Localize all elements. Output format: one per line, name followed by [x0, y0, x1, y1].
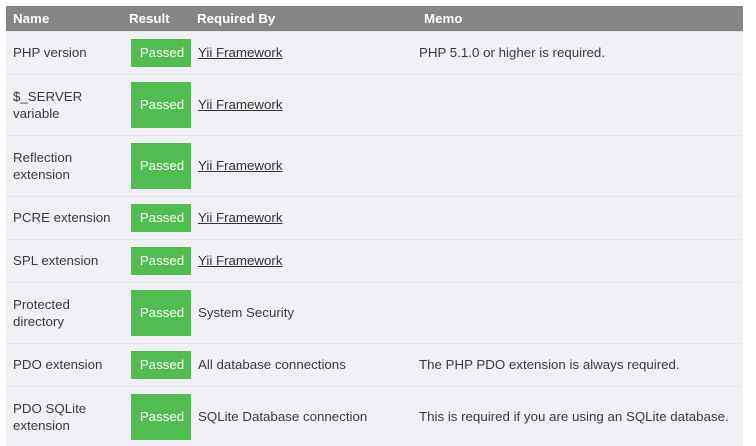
table-row: PHP version Passed Yii Framework PHP 5.1.0 … [6, 31, 743, 75]
cell-memo: The PHP PDO extension is always required… [412, 343, 743, 387]
cell-memo [412, 196, 743, 240]
cell-required-by: SQLite Database connection [191, 386, 412, 446]
requirements-table-wrapper: Name Result Required By Memo PHP version… [6, 6, 743, 446]
cell-memo: This is required if you are using an SQL… [412, 386, 743, 446]
status-badge: Passed [131, 39, 193, 67]
status-badge: Passed [131, 82, 193, 128]
cell-required-by: Yii Framework [191, 196, 412, 240]
column-header-name: Name [6, 6, 123, 32]
cell-required-by: System Security [191, 282, 412, 344]
table-header-row: Name Result Required By Memo [6, 6, 743, 32]
cell-name: Reflection extension [6, 135, 123, 197]
cell-memo [412, 135, 743, 197]
status-badge: Passed [131, 143, 193, 189]
cell-memo [412, 74, 743, 136]
cell-memo [412, 239, 743, 283]
cell-name: $_SERVER variable [6, 74, 123, 136]
requirements-table: Name Result Required By Memo PHP version… [6, 6, 743, 446]
cell-result: Passed [123, 196, 193, 240]
cell-name: PCRE extension [6, 196, 123, 240]
cell-name: PDO extension [6, 343, 123, 387]
table-row: PCRE extension Passed Yii Framework [6, 196, 743, 240]
table-header: Name Result Required By Memo [6, 6, 743, 32]
cell-name: Protected directory [6, 282, 123, 344]
status-badge: Passed [131, 247, 193, 275]
required-by-link[interactable]: Yii Framework [198, 158, 283, 174]
required-by-link[interactable]: Yii Framework [198, 253, 283, 269]
cell-result: Passed [123, 386, 193, 446]
required-by-link[interactable]: Yii Framework [198, 97, 283, 113]
cell-result: Passed [123, 135, 193, 197]
column-header-result: Result [123, 6, 191, 32]
cell-result: Passed [123, 343, 193, 387]
cell-result: Passed [123, 31, 193, 75]
status-badge: Passed [131, 394, 193, 440]
cell-result: Passed [123, 74, 193, 136]
column-header-memo: Memo [412, 6, 743, 32]
status-badge: Passed [131, 351, 193, 379]
cell-memo [412, 282, 743, 344]
cell-memo: PHP 5.1.0 or higher is required. [412, 31, 743, 75]
cell-name: SPL extension [6, 239, 123, 283]
cell-required-by: Yii Framework [191, 74, 412, 136]
column-header-required-by: Required By [191, 6, 412, 32]
cell-required-by: All database connections [191, 343, 412, 387]
required-by-link[interactable]: Yii Framework [198, 210, 283, 226]
cell-result: Passed [123, 282, 193, 344]
cell-name: PHP version [6, 31, 123, 75]
cell-required-by: Yii Framework [191, 239, 412, 283]
cell-required-by: Yii Framework [191, 135, 412, 197]
cell-result: Passed [123, 239, 193, 283]
status-badge: Passed [131, 290, 193, 336]
cell-required-by: Yii Framework [191, 31, 412, 75]
status-badge: Passed [131, 204, 193, 232]
cell-name: PDO SQLite extension [6, 386, 123, 446]
table-row: SPL extension Passed Yii Framework [6, 239, 743, 283]
required-by-link[interactable]: Yii Framework [198, 45, 283, 61]
